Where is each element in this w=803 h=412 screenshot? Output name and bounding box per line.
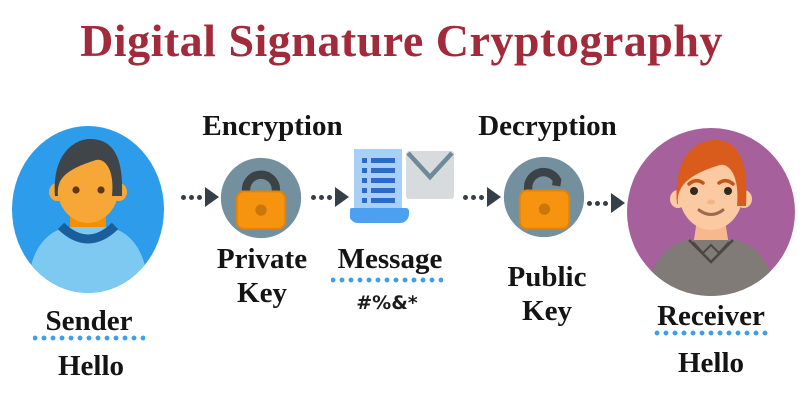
sender-avatar-icon — [12, 126, 164, 293]
receiver-dotted-divider — [652, 330, 770, 336]
public-key-label: Public Key — [507, 261, 587, 328]
dotted-arrow-icon — [311, 187, 349, 207]
padlock-closed-icon — [219, 156, 303, 240]
padlock-open-icon — [502, 155, 586, 239]
dotted-arrow-icon — [181, 187, 219, 207]
message-document-envelope-icon — [349, 148, 458, 224]
dotted-arrow-icon — [463, 187, 501, 207]
sender-dotted-divider — [33, 335, 145, 341]
sender-label: Sender — [45, 305, 133, 337]
private-key-label: Private Key — [216, 243, 308, 310]
message-label: Message — [337, 243, 443, 275]
decryption-step-label: Decryption — [478, 110, 617, 142]
ciphertext-label: #%&* — [356, 292, 418, 314]
receiver-avatar-icon — [627, 128, 795, 296]
message-dotted-divider — [331, 277, 443, 283]
page-title: Digital Signature Cryptography — [80, 15, 723, 66]
sender-hello-label: Hello — [57, 350, 125, 382]
receiver-hello-label: Hello — [677, 347, 745, 379]
receiver-label: Receiver — [657, 300, 765, 332]
dotted-arrow-icon — [587, 193, 625, 213]
encryption-step-label: Encryption — [202, 110, 343, 142]
